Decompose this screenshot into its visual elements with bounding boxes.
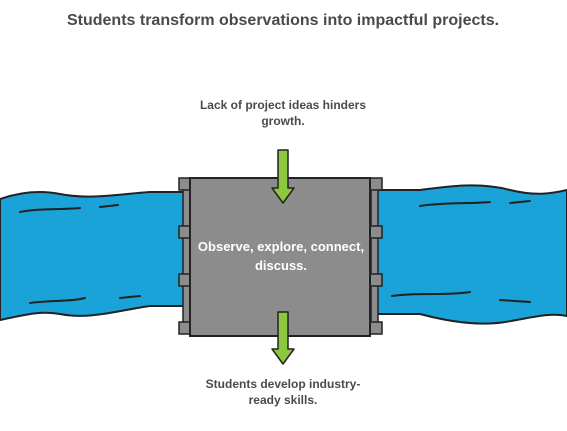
input-arrow-icon	[271, 149, 295, 204]
river-flow-marks	[19, 200, 531, 304]
output-label: Students develop industry-ready skills.	[205, 377, 361, 407]
process-label: Observe, explore, connect, discuss.	[197, 239, 365, 273]
river-right	[374, 184, 567, 325]
input-label: Lack of project ideas hinders growth.	[199, 98, 367, 128]
output-arrow-icon	[271, 311, 295, 365]
diagram-title: Students transform observations into imp…	[66, 12, 500, 29]
